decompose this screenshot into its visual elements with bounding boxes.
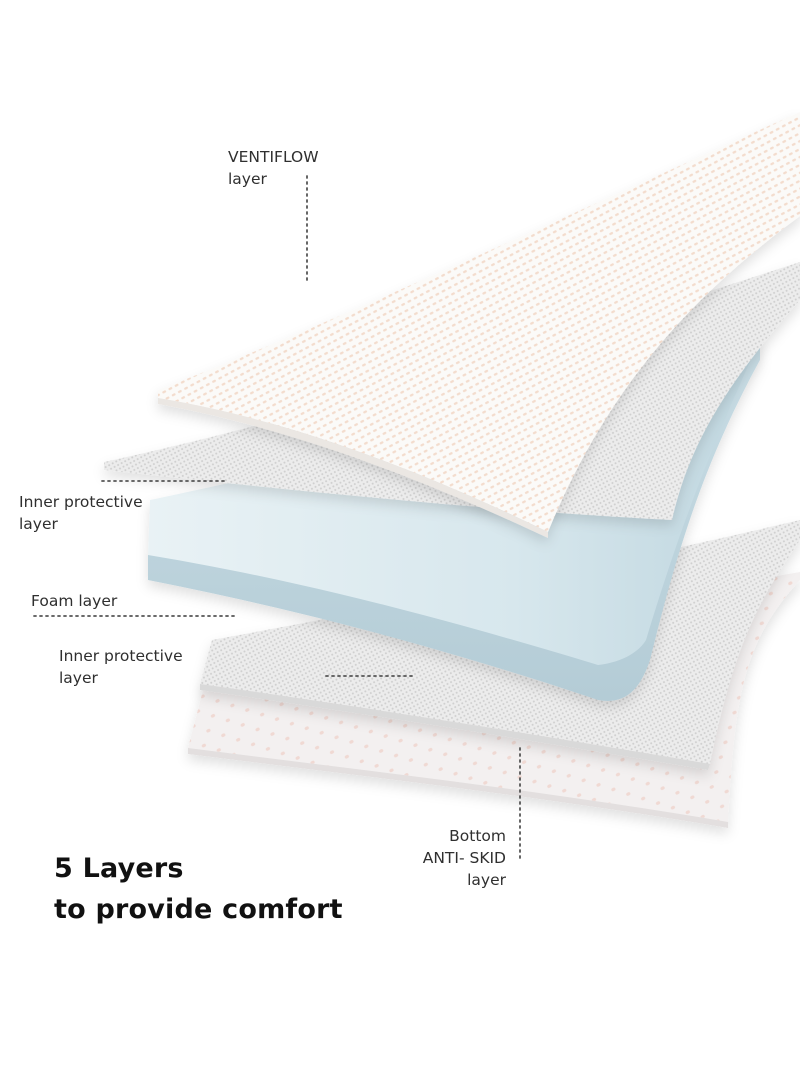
bottom-anti-skid-label: Bottom ANTI- SKID layer (400, 825, 506, 891)
ventiflow-label-line1: VENTIFLOW (228, 148, 319, 166)
foam-layer-label: Foam layer (31, 590, 117, 612)
bottom-label-line2: ANTI- SKID (422, 849, 506, 867)
ventiflow-layer-label: VENTIFLOW layer (228, 146, 319, 190)
inner-protective-bottom-label: Inner protective layer (59, 645, 183, 689)
headline-line2: to provide comfort (54, 894, 343, 925)
inner-protective-bottom-line2: layer (59, 669, 98, 687)
bottom-label-line3: layer (467, 871, 506, 889)
ventiflow-top-sheet (158, 112, 800, 538)
foam-label-line1: Foam layer (31, 592, 118, 610)
inner-protective-top-label: Inner protective layer (19, 491, 143, 535)
headline-line1: 5 Layers (54, 853, 184, 884)
inner-protective-top-line2: layer (19, 515, 58, 533)
inner-protective-bottom-line1: Inner protective (59, 647, 183, 665)
ventiflow-label-line2: layer (228, 170, 267, 188)
headline: 5 Layers to provide comfort (54, 848, 343, 930)
bottom-label-line1: Bottom (449, 827, 506, 845)
inner-protective-top-line1: Inner protective (19, 493, 143, 511)
